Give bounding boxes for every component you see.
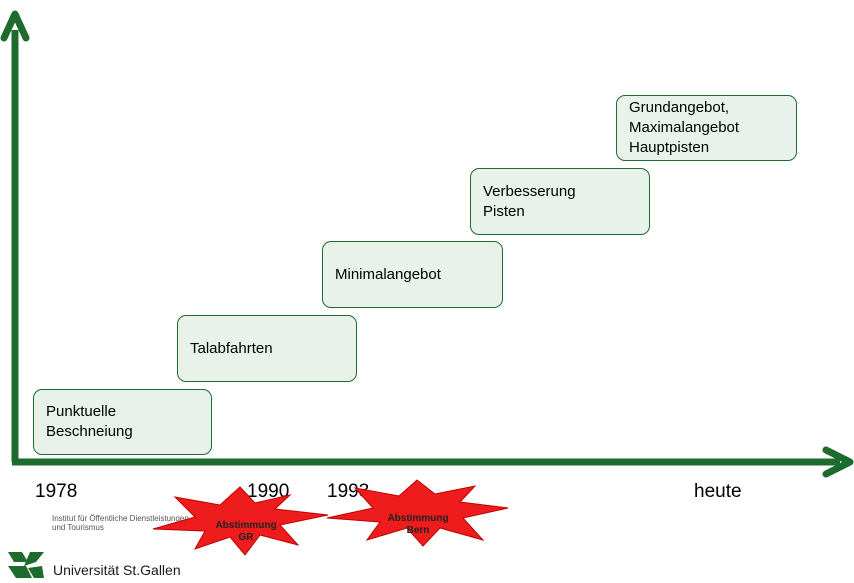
step-grundangebot: Grundangebot, Maximalangebot Hauptpisten (616, 95, 797, 161)
vote-star-bern (326, 479, 509, 547)
timeline-label-1990: 1990 (247, 481, 290, 502)
timeline-label-1978: 1978 (35, 481, 78, 502)
step-verbesserung-pisten: Verbesserung Pisten (470, 168, 650, 235)
x-axis-arrowhead (822, 446, 854, 478)
university-logo-icon (8, 552, 44, 578)
timeline-label-1993: 1993 (327, 481, 370, 502)
timeline-label-heute: heute (694, 481, 742, 502)
institute-text: Institut für Öffentliche Dienstleistunge… (52, 514, 189, 532)
step-minimalangebot: Minimalangebot (322, 241, 503, 308)
vote-label-gr: Abstimmung GR (215, 520, 277, 543)
step-punktuelle-beschneiung: Punktuelle Beschneiung (33, 389, 212, 455)
university-name: Universität St.Gallen (53, 562, 181, 578)
step-talabfahrten: Talabfahrten (177, 315, 357, 382)
vote-star-gr (152, 486, 329, 556)
y-axis-arrowhead (0, 10, 30, 42)
vote-label-bern: Abstimmung Bern (387, 513, 449, 536)
